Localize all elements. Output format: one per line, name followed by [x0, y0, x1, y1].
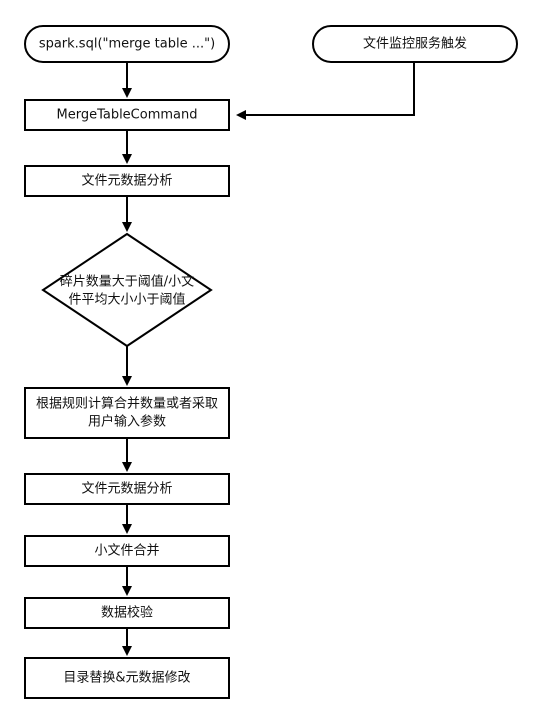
merge-command-label: MergeTableCommand [56, 108, 197, 123]
compute-params-label-line-2: 用户输入参数 [88, 414, 166, 430]
compute-params-label-line-1: 根据规则计算合并数量或者采取 [36, 397, 218, 412]
small-file-merge-label: 小文件合并 [94, 544, 159, 559]
trigger-node-label: 文件监控服务触发 [363, 36, 467, 52]
metadata-analysis-node-2: 文件元数据分析 [24, 473, 230, 505]
replace-modify-node: 目录替换&元数据修改 [24, 657, 230, 699]
decision-label-line-1: 碎片数量大于阈值/小文 [60, 274, 194, 290]
metadata-analysis-node-1: 文件元数据分析 [24, 165, 230, 197]
validation-node: 数据校验 [24, 597, 230, 629]
metadata-analysis-label-2: 文件元数据分析 [81, 482, 172, 497]
metadata-analysis-label-1: 文件元数据分析 [81, 174, 172, 189]
edges [122, 62, 415, 656]
edge-trigger-to-merge-command [236, 62, 415, 120]
trigger-node: 文件监控服务触发 [312, 25, 518, 63]
merge-command-node: MergeTableCommand [24, 99, 230, 131]
compute-params-node: 根据规则计算合并数量或者采取 用户输入参数 [24, 387, 230, 439]
decision-label-line-2: 件平均大小小于阈值 [68, 292, 185, 308]
validation-label: 数据校验 [101, 605, 153, 621]
replace-modify-label: 目录替换&元数据修改 [63, 671, 190, 686]
small-file-merge-node: 小文件合并 [24, 535, 230, 567]
decision-node: 碎片数量大于阈值/小文 件平均大小小于阈值 [41, 232, 213, 348]
start-node-label: spark.sql("merge table ...") [39, 37, 215, 52]
start-node: spark.sql("merge table ...") [24, 25, 230, 63]
